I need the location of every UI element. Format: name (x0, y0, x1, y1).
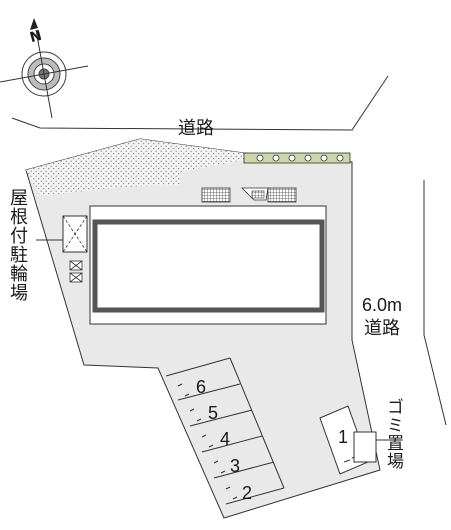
building-main (92, 219, 325, 313)
parking-space-1: 1 (338, 427, 349, 447)
parking-wheel-stops (177, 383, 238, 500)
parking-stalls (165, 357, 285, 505)
east-road-edge (423, 180, 447, 426)
parking-space-3: 3 (230, 456, 241, 476)
north-road-label: 道路 (178, 118, 214, 139)
bicycle-parking-label: 屋根付駐輪場 (7, 188, 28, 302)
bicycle-parking-area (62, 215, 88, 253)
meter-box-left (201, 187, 231, 203)
east-road-label: 道路 (364, 318, 400, 339)
gravel-strip (26, 139, 244, 196)
meter-box-right (267, 187, 297, 203)
north-road-edge (11, 75, 389, 131)
parking-space-4: 4 (220, 429, 231, 449)
compass-rose-icon (0, 18, 89, 119)
planting-strip (243, 152, 351, 164)
parking-space-2: 2 (242, 483, 253, 503)
east-road-width: 6.0m (362, 295, 403, 315)
parking-space-5: 5 (208, 403, 219, 423)
garbage-station-label: ゴミ置場 (383, 398, 403, 470)
bicycle-rack (69, 260, 83, 283)
entrance-symbol (241, 187, 269, 201)
garbage-station-box (353, 431, 377, 463)
parking-space-6: 6 (196, 377, 207, 397)
